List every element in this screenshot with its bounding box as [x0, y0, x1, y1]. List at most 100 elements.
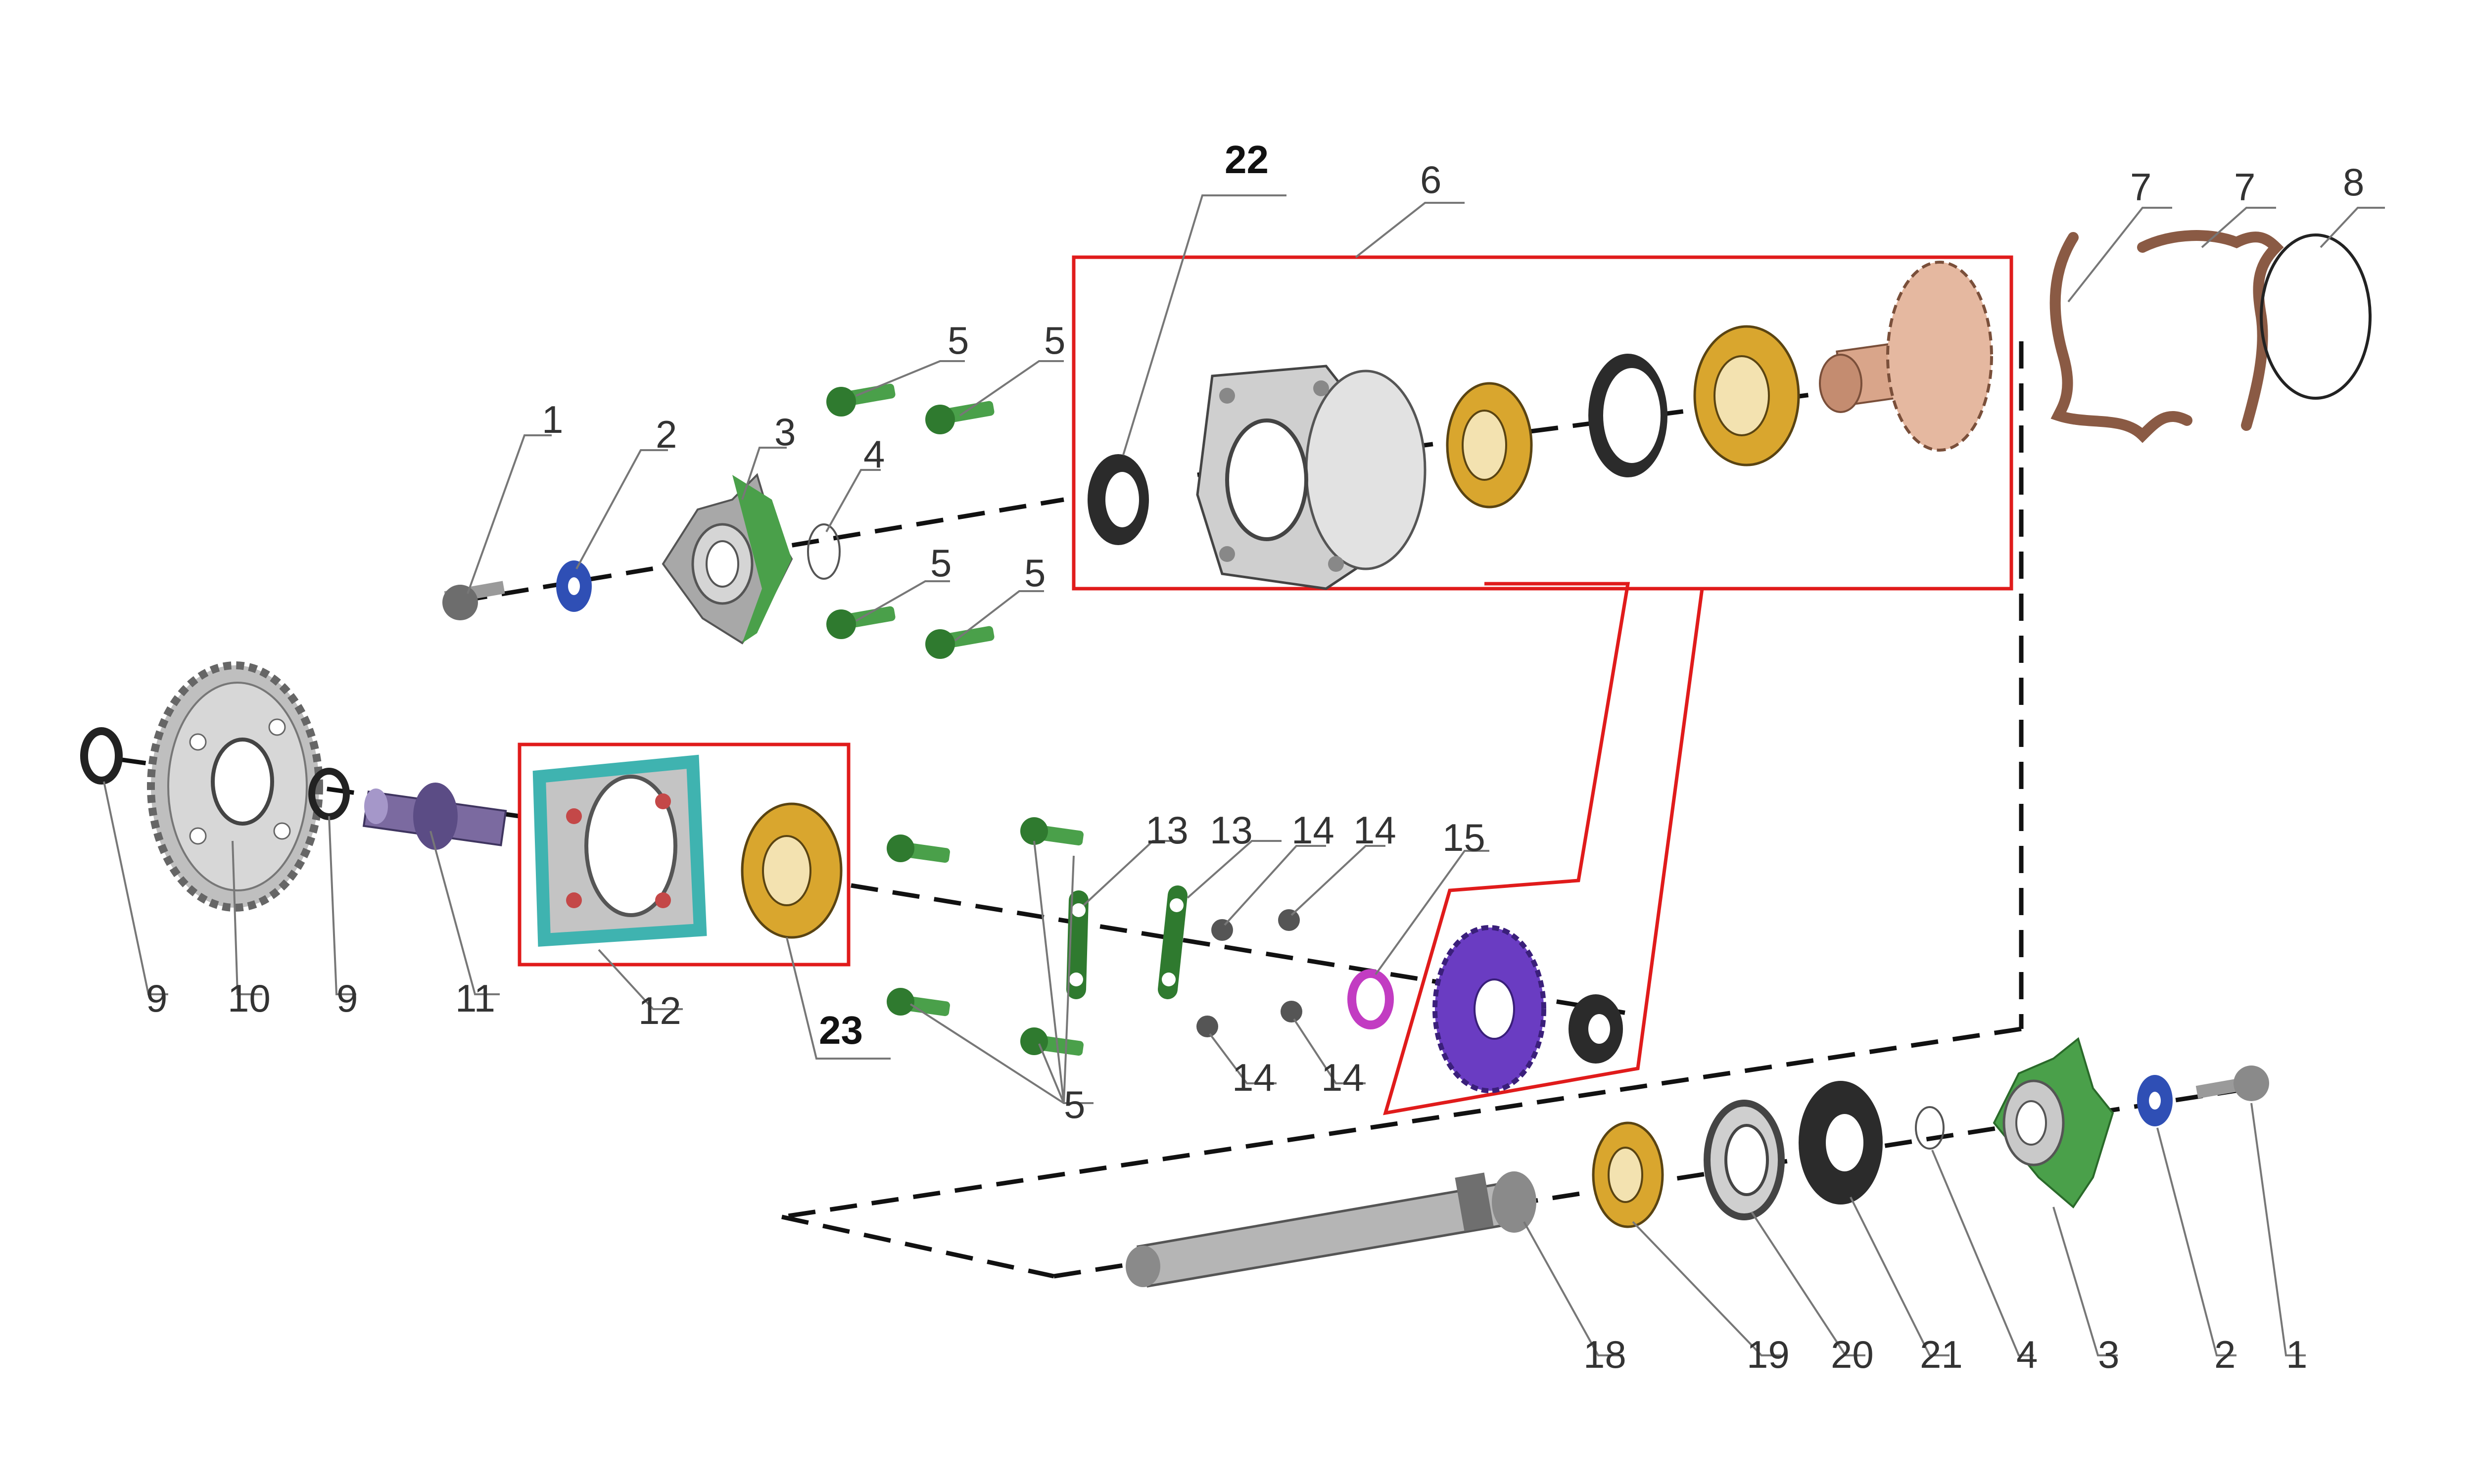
callout-labels: 1 2 3 4 5 5 5 5 6 22 7 7 8 9 10 9 11 12 … — [146, 138, 2364, 1376]
part-6-housing — [1196, 365, 1427, 590]
leader-7a — [2067, 207, 2172, 303]
part-13-link-right — [1158, 885, 1188, 999]
callout-19: 19 — [1747, 1333, 1790, 1376]
part-23-bearing — [741, 802, 843, 939]
callout-14-a: 14 — [1291, 808, 1334, 852]
callout-14-c: 14 — [1232, 1056, 1275, 1099]
leader-12 — [598, 949, 683, 1010]
callout-12: 12 — [638, 989, 681, 1032]
callout-14-b: 14 — [1353, 808, 1396, 852]
leader-5c — [856, 580, 950, 622]
axis-return-lower — [781, 1214, 1054, 1279]
callout-7-right: 7 — [2234, 165, 2255, 209]
part-1-bolt-lower — [2195, 1066, 2269, 1101]
part-5-bolts-upper — [826, 383, 995, 659]
part-2-washer-upper — [556, 560, 592, 612]
part-8-o-ring — [2260, 233, 2372, 400]
part-1-bolt-upper — [442, 581, 505, 620]
callout-7-left: 7 — [2130, 165, 2151, 209]
callout-2-lower: 2 — [2214, 1333, 2236, 1376]
callout-21: 21 — [1920, 1333, 1963, 1376]
leader-14b — [1290, 845, 1385, 916]
leader-8 — [2320, 207, 2385, 248]
leader-3b — [2052, 1206, 2118, 1356]
callout-23: 23 — [819, 1008, 863, 1052]
leader-1b — [2250, 1103, 2306, 1356]
part-7-clip-right — [2137, 230, 2284, 431]
callout-20: 20 — [1831, 1333, 1874, 1376]
part-18-axle — [1126, 1171, 1536, 1288]
part-13-link-left — [1066, 890, 1089, 999]
frame-assembly-6 — [1072, 255, 2013, 591]
part-15-spacer — [1347, 969, 1394, 1029]
callout-14-d: 14 — [1321, 1056, 1364, 1099]
leader-22 — [1122, 194, 1286, 456]
leader-1a — [467, 434, 552, 594]
callout-10: 10 — [228, 976, 271, 1020]
callout-5-c: 5 — [930, 541, 952, 585]
callout-15: 15 — [1442, 816, 1485, 859]
callout-1-lower: 1 — [2286, 1333, 2307, 1376]
part-ring-6 — [1588, 354, 1667, 477]
leader-5d — [954, 590, 1044, 642]
leader-2b — [2156, 1127, 2236, 1356]
part-20-ring-lower — [1704, 1100, 1785, 1220]
leader-4b — [1931, 1150, 2034, 1356]
leader-20 — [1751, 1211, 1865, 1356]
leader-14a — [1224, 845, 1326, 926]
part-4-oring-lower — [1915, 1106, 1945, 1150]
part-14-screws — [1196, 909, 1302, 1037]
part-bearing-right-6 — [1693, 325, 1800, 466]
callout-4-upper: 4 — [863, 432, 885, 476]
leader-14d — [1293, 1018, 1366, 1084]
part-19-bearing-lower — [1592, 1121, 1664, 1228]
leader-6 — [1355, 202, 1465, 258]
callout-13-left: 13 — [1145, 808, 1189, 852]
part-3-hub-upper — [662, 473, 793, 645]
callout-5-a: 5 — [948, 319, 969, 362]
callout-5-e: 5 — [1064, 1083, 1085, 1126]
leader-lines — [103, 194, 2385, 1356]
leader-7b — [2201, 207, 2276, 248]
callout-5-d: 5 — [1024, 551, 1046, 595]
frame-assembly-12 — [518, 742, 851, 967]
callout-18: 18 — [1583, 1333, 1626, 1376]
part-9-ring-left — [80, 727, 123, 785]
leader-14c — [1209, 1033, 1277, 1084]
leader-15 — [1375, 850, 1489, 975]
part-12-bracket — [532, 754, 707, 947]
frame-connector — [1383, 582, 1704, 1115]
callout-3-lower: 3 — [2098, 1333, 2119, 1376]
callout-9-left: 9 — [146, 976, 167, 1020]
part-11-pinion-shaft — [362, 783, 507, 850]
leader-23 — [786, 937, 891, 1060]
leader-13a — [1083, 840, 1183, 906]
callout-8: 8 — [2343, 160, 2364, 204]
leader-9a — [103, 781, 168, 995]
leader-19 — [1632, 1221, 1781, 1356]
highlight-frames — [518, 255, 2013, 1115]
leader-5a — [856, 360, 965, 397]
callout-2-upper: 2 — [656, 413, 677, 456]
callout-3-upper: 3 — [774, 410, 796, 454]
callout-6: 6 — [1420, 158, 1441, 201]
part-4-oring-upper — [807, 523, 841, 580]
callout-4-lower: 4 — [2016, 1333, 2038, 1376]
callout-5-b: 5 — [1044, 319, 1065, 362]
part-10-large-gear — [147, 661, 323, 912]
callout-13-right: 13 — [1210, 808, 1253, 852]
leader-13b — [1187, 840, 1282, 899]
leader-18 — [1523, 1221, 1623, 1356]
part-bearing-left-6 — [1446, 382, 1533, 509]
axis-middle — [851, 883, 1633, 1017]
part-bevel-gear — [1432, 925, 1546, 1093]
leader-11 — [429, 831, 500, 995]
part-7-clip-left — [2049, 232, 2192, 443]
leader-2a — [575, 449, 668, 569]
callout-9-right: 9 — [336, 976, 358, 1020]
callout-11: 11 — [455, 976, 495, 1020]
part-22-seal — [1088, 454, 1149, 545]
leader-3a — [741, 447, 787, 500]
leader-4a — [825, 469, 881, 532]
